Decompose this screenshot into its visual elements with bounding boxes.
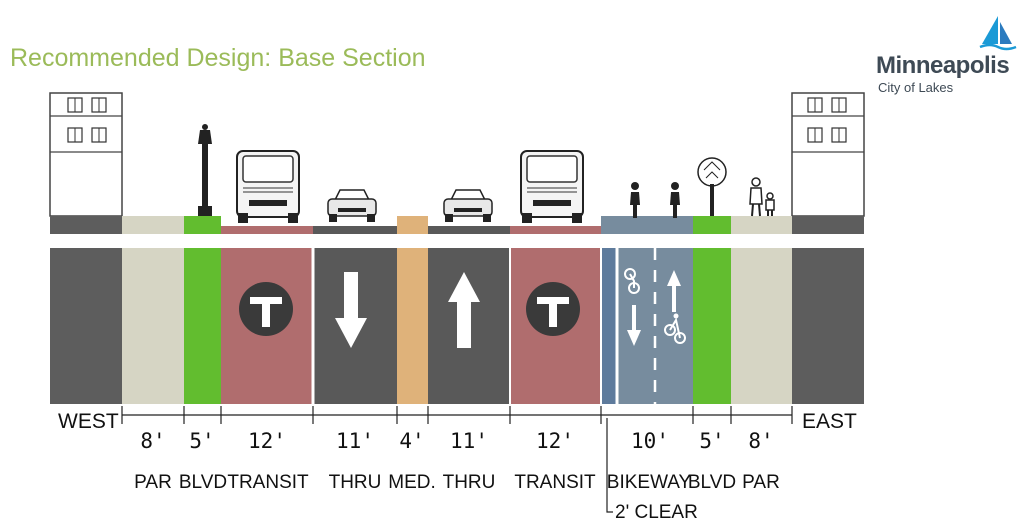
- street-lamp-icon: [198, 124, 212, 216]
- elev-transit: [221, 226, 313, 234]
- elev-thru: [313, 226, 397, 234]
- plan-median: [397, 248, 428, 404]
- label-bikeway: BIKEWAY: [607, 472, 692, 493]
- plan-bikeway-buffer: [601, 248, 617, 404]
- elev-boulevard: [693, 216, 731, 234]
- elev-boulevard: [184, 216, 221, 234]
- transit-t-icon: [239, 282, 293, 336]
- elev-thru: [428, 226, 510, 234]
- dim-thru-sb: 11': [336, 429, 374, 453]
- cyclist-icon: [630, 182, 640, 218]
- page-title: Recommended Design: Base Section: [10, 44, 426, 72]
- dim-transit-nb: 12': [536, 429, 574, 453]
- label-median: MED.: [388, 472, 436, 493]
- elev-bikeway: [601, 216, 693, 234]
- logo-name: Minneapolis: [876, 52, 1010, 79]
- cyclist-icon: [670, 182, 680, 218]
- building-icon: [791, 92, 865, 217]
- dim-bikeway: 10': [631, 429, 669, 453]
- clear-note: 2' CLEAR: [615, 502, 698, 523]
- plan-parking-east: [731, 248, 792, 404]
- elev-parking: [731, 216, 792, 234]
- dimension-line: [121, 406, 793, 513]
- plan-boulevard-east: [693, 248, 731, 404]
- elev-parking: [122, 216, 184, 234]
- car-icon: [327, 189, 377, 222]
- label-blvd-west: BLVD: [179, 472, 227, 493]
- dim-blvd-west: 5': [189, 429, 214, 453]
- bus-icon: [236, 150, 300, 223]
- pedestrians-icon: [749, 177, 775, 217]
- logo-tagline: City of Lakes: [878, 80, 954, 95]
- dim-thru-nb: 11': [450, 429, 488, 453]
- dim-blvd-east: 5': [699, 429, 724, 453]
- car-icon: [443, 189, 493, 222]
- dim-transit-sb: 12': [248, 429, 286, 453]
- plan-parking-west: [122, 248, 184, 404]
- arrow-down-icon: [335, 272, 367, 348]
- label-blvd-east: BLVD: [688, 472, 736, 493]
- building-icon: [49, 92, 123, 217]
- label-par-west: PAR: [134, 472, 172, 493]
- label-thru-nb: THRU: [443, 472, 496, 493]
- sailboat-icon: [979, 16, 1017, 51]
- label-par-east: PAR: [742, 472, 780, 493]
- arrow-up-icon: [448, 272, 480, 348]
- city-logo: Minneapolis City of Lakes: [870, 14, 1020, 104]
- bus-icon: [520, 150, 584, 223]
- tree-icon: [697, 157, 727, 216]
- label-transit-nb: TRANSIT: [514, 472, 596, 493]
- plan-boulevard-west: [184, 248, 221, 404]
- transit-t-icon: [526, 282, 580, 336]
- west-label: WEST: [58, 410, 119, 433]
- label-transit-sb: TRANSIT: [227, 472, 309, 493]
- east-label: EAST: [802, 410, 857, 433]
- dim-par-west: 8': [140, 429, 165, 453]
- plan-view: [50, 248, 864, 404]
- bike-lane-icon: [624, 268, 686, 346]
- elevation-view: [49, 92, 865, 234]
- elev-transit: [510, 226, 601, 234]
- dim-median: 4': [399, 429, 424, 453]
- label-thru-sb: THRU: [329, 472, 382, 493]
- dim-par-east: 8': [748, 429, 773, 453]
